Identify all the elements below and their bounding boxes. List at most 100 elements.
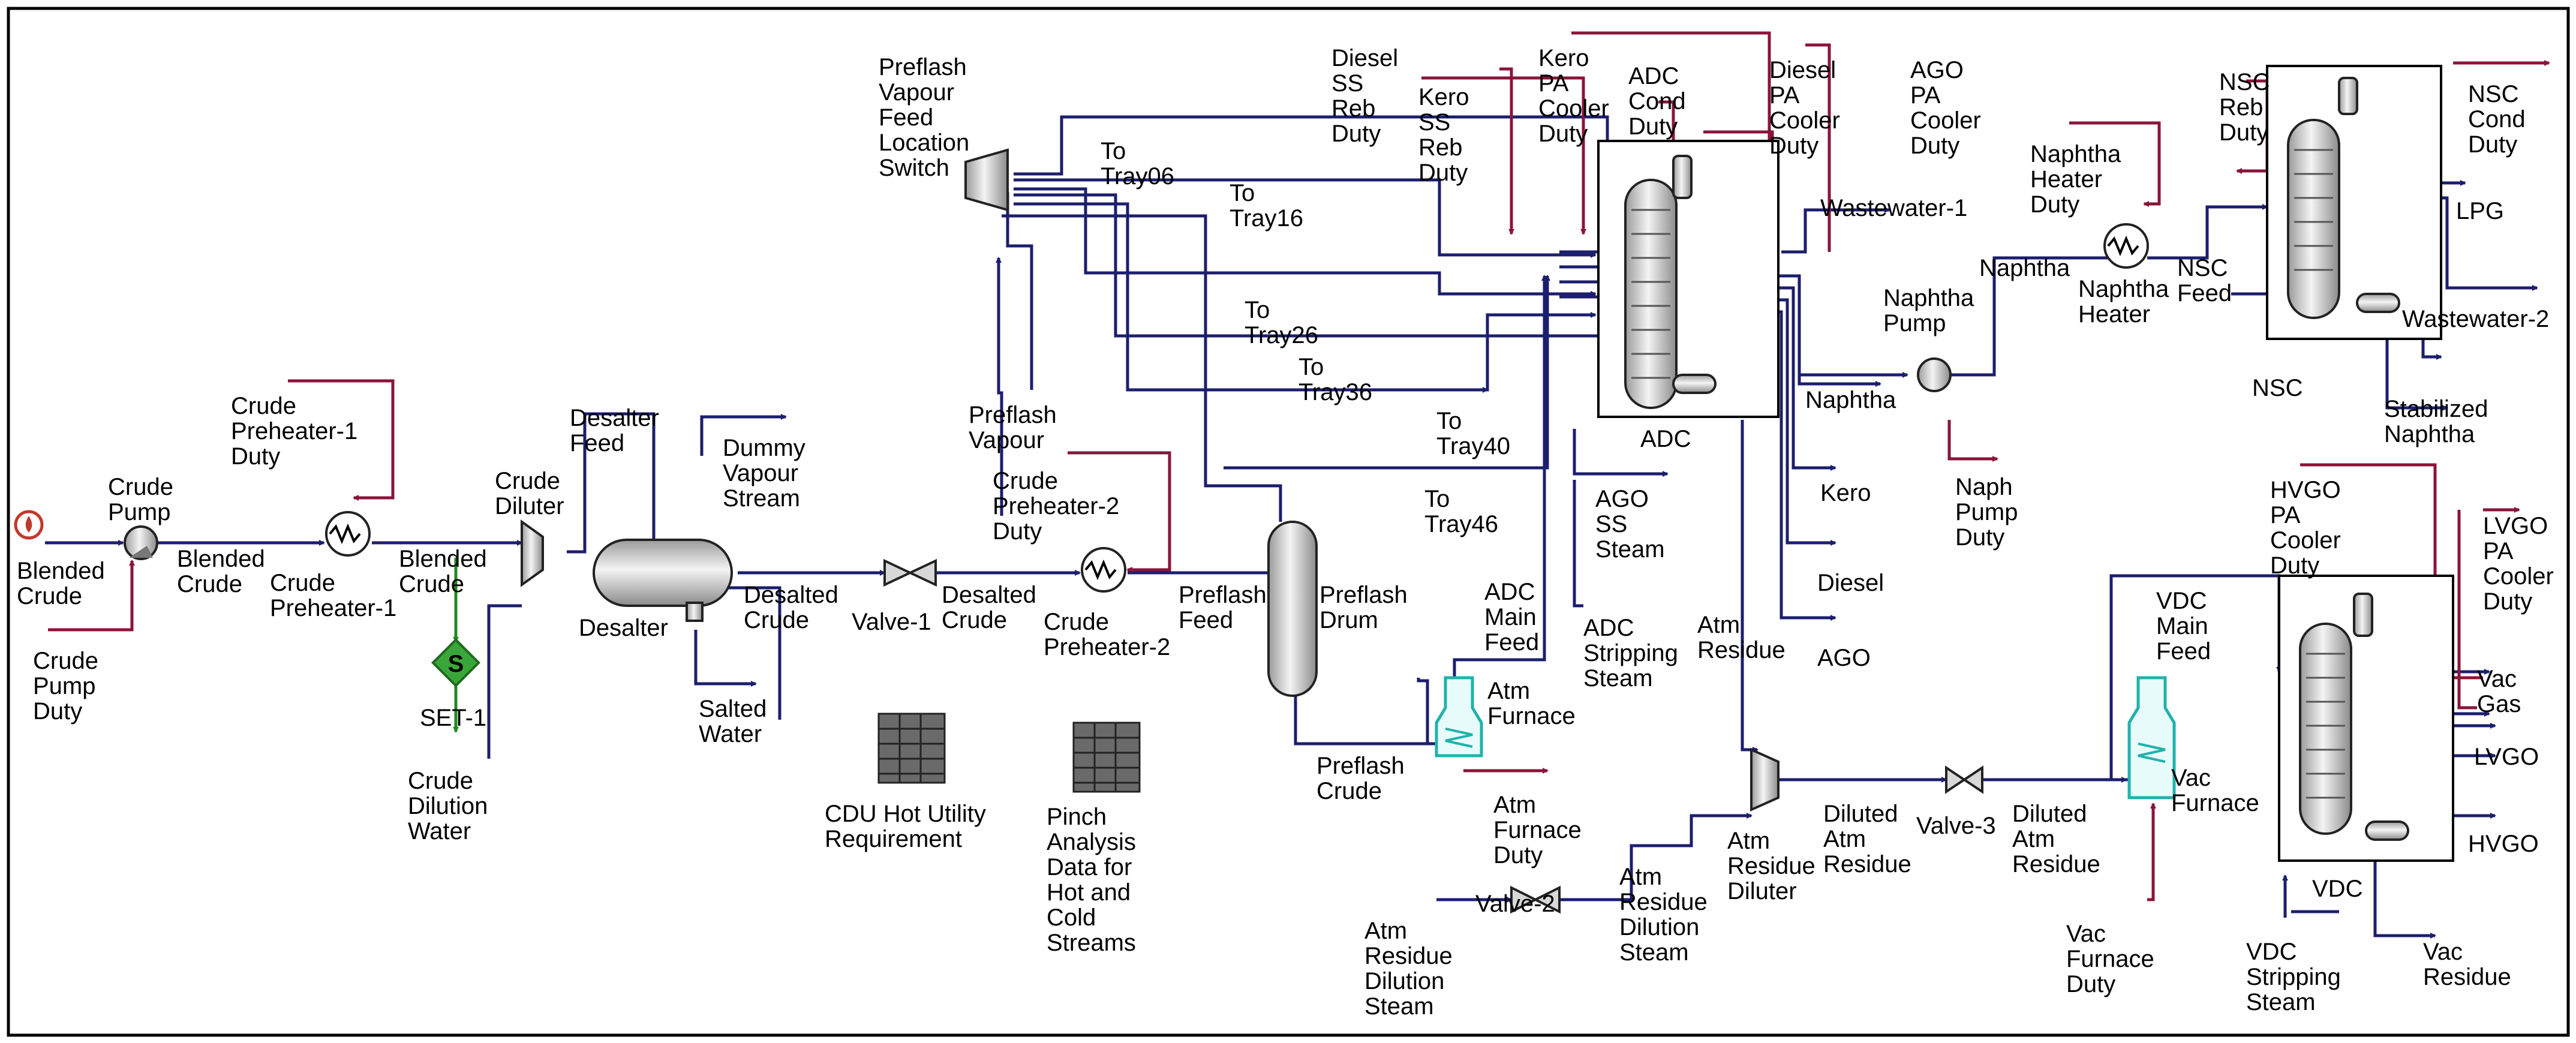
- blended-crude-mid-line: Crude: [177, 571, 242, 597]
- nsc-column-icon[interactable]: [2266, 65, 2442, 340]
- label-desalter: Desalter: [579, 615, 668, 641]
- desalted-crude-1-line: Desalted: [744, 582, 838, 608]
- naph-pump-duty-line: Pump: [1955, 499, 2018, 525]
- nsc-cond-duty-line: NSC: [2468, 81, 2518, 107]
- diesel-pa-cooler-duty-line: Cooler: [1769, 107, 1840, 134]
- atm-residue-top-line: Atm: [1697, 612, 1740, 638]
- label-naphtha-2: Naphtha: [1979, 255, 2070, 281]
- ago-pa-cooler-duty-line: Cooler: [1910, 107, 1981, 134]
- to-tray16-line: Tray16: [1230, 205, 1303, 232]
- crude-pump-duty-line: Duty: [33, 698, 82, 725]
- crude-preheater1-duty-line: Crude: [231, 393, 296, 419]
- atm-residue-dil-steam-2-line: Residue: [1619, 889, 1708, 915]
- adc-cond-duty-line: ADC: [1628, 63, 1679, 89]
- label-hvgo: HVGO: [2468, 831, 2539, 857]
- diesel-pa-cooler-duty-line: Duty: [1769, 133, 1818, 159]
- atm-residue-dil-steam-line: Steam: [1364, 993, 1434, 1020]
- atm-furnace-icon[interactable]: [1435, 676, 1483, 758]
- adc-stripping-steam-line: Steam: [1583, 665, 1653, 692]
- preflash-feed-line: Feed: [1179, 607, 1233, 633]
- lvgo-pa-cooler-duty-line: Duty: [2483, 588, 2532, 615]
- kero-pa-cooler-duty-line: Kero: [1538, 45, 1589, 71]
- label-valve3: Valve-3: [1916, 813, 1996, 839]
- vdc-main-feed-line: VDC: [2156, 588, 2207, 614]
- vdc-column-icon[interactable]: [2278, 575, 2454, 862]
- crude-diluter-line: Crude: [495, 468, 560, 494]
- crude-diluter-icon[interactable]: [521, 519, 544, 587]
- crude-pump-duty-line: Pump: [33, 673, 96, 699]
- naphtha-heater-icon[interactable]: [2103, 223, 2149, 269]
- crude-pump-icon[interactable]: [124, 525, 158, 560]
- vac-residue-line: Vac: [2423, 939, 2463, 965]
- atm-furnace-line: Atm: [1487, 678, 1530, 704]
- to-tray26-line: To: [1245, 297, 1270, 323]
- label-valve1: Valve-1: [852, 609, 931, 635]
- label-vdc: VDC: [2312, 876, 2362, 902]
- diesel-pa-cooler-duty-line: PA: [1769, 82, 1800, 109]
- nsc-feed-line: Feed: [2177, 280, 2232, 306]
- vdc-stripping-steam-line: Stripping: [2246, 964, 2341, 990]
- vdc-main-feed-line: Feed: [2156, 638, 2211, 665]
- hvgo-pa-cooler-duty-line: PA: [2270, 502, 2301, 528]
- crude-dilution-water-line: Dilution: [408, 793, 488, 819]
- label-wastewater1: Wastewater-1: [1820, 195, 1967, 221]
- atm-residue-diluter-icon[interactable]: [1750, 747, 1780, 812]
- preflash-switch-line: Location: [879, 130, 969, 156]
- label-nsc: NSC: [2252, 375, 2303, 401]
- valve2-icon[interactable]: [1510, 885, 1561, 914]
- pinch-data-spreadsheet-icon[interactable]: [1072, 722, 1141, 793]
- kero-ss-reb-duty-line: Reb: [1418, 134, 1462, 161]
- valve3-icon[interactable]: [1945, 765, 1983, 794]
- naphtha-heater-duty-line: Duty: [2030, 191, 2079, 218]
- crude-preheater2-line: Crude: [1044, 609, 1109, 635]
- crude-dilution-water-line: Crude: [408, 768, 473, 794]
- crude-preheater1-icon[interactable]: [325, 511, 371, 557]
- atm-residue-dil-steam-2-line: Dilution: [1619, 914, 1699, 940]
- valve1-icon[interactable]: [883, 558, 937, 587]
- desalter-icon[interactable]: [593, 539, 733, 622]
- blended-crude-source-icon[interactable]: [14, 510, 44, 540]
- ago-ss-steam-line: AGO: [1595, 486, 1649, 512]
- preflash-switch-line: Feed: [879, 104, 933, 131]
- vac-furnace-duty-line: Duty: [2066, 971, 2115, 997]
- vac-furnace-duty-line: Furnace: [2066, 946, 2154, 972]
- pinch-data-line: Hot and: [1047, 879, 1131, 906]
- preflash-feed-line: Preflash: [1179, 582, 1267, 608]
- atm-furnace-line: Furnace: [1487, 703, 1576, 729]
- preflash-switch-line: Preflash: [879, 54, 967, 80]
- diluted-atm-residue-1-line: Atm: [1823, 826, 1866, 852]
- label-valve2: Valve-2: [1475, 891, 1555, 917]
- diluted-atm-residue-1-line: Residue: [1823, 851, 1911, 877]
- preflash-switch-icon[interactable]: [964, 148, 1009, 212]
- vac-furnace-icon[interactable]: [2127, 676, 2176, 799]
- atm-residue-diluter-line: Diluter: [1727, 878, 1797, 904]
- cdu-hot-utility-spreadsheet-icon[interactable]: [877, 713, 946, 784]
- set1-icon[interactable]: S: [431, 638, 481, 688]
- atm-residue-dil-steam-2-line: Steam: [1619, 939, 1689, 966]
- crude-preheater2-icon[interactable]: [1081, 547, 1126, 593]
- naphtha-pump-icon[interactable]: [1917, 357, 1952, 392]
- naphtha-heater-line: Heater: [2078, 301, 2150, 327]
- preflash-drum-icon[interactable]: [1267, 521, 1318, 697]
- crude-preheater1-duty-line: Duty: [231, 443, 280, 470]
- adc-main-feed-line: Feed: [1484, 629, 1539, 656]
- adc-column-icon[interactable]: [1597, 140, 1780, 418]
- vac-gas-line: Vac: [2477, 666, 2517, 692]
- nsc-cond-duty-line: Cond: [2468, 106, 2526, 133]
- kero-ss-reb-duty-line: Kero: [1418, 84, 1469, 110]
- to-tray40-line: To: [1436, 408, 1462, 434]
- preflash-switch-line: Switch: [879, 155, 949, 181]
- crude-dilution-water-line: Water: [408, 818, 471, 844]
- diluted-atm-residue-1-line: Diluted: [1823, 801, 1898, 827]
- label-lpg: LPG: [2456, 198, 2504, 224]
